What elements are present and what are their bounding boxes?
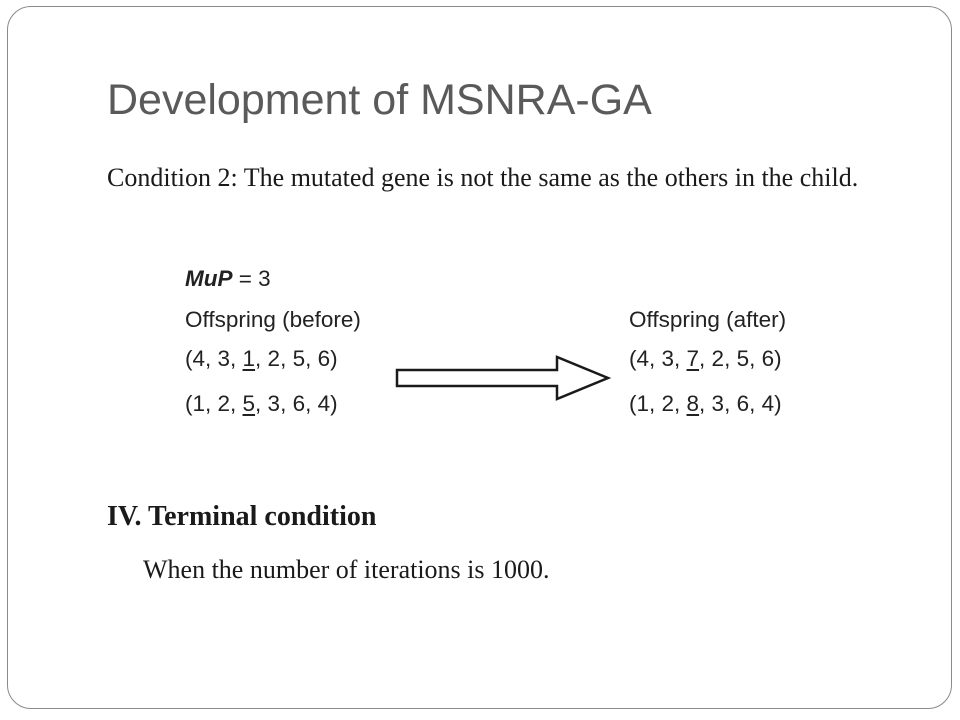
mutated-gene: 1: [242, 346, 256, 371]
gene-sequence-suffix: , 3, 6, 4): [699, 391, 782, 416]
gene-sequence-suffix: , 2, 5, 6): [699, 346, 782, 371]
mutated-gene: 5: [242, 391, 256, 416]
slide-frame: [7, 6, 952, 709]
mutated-gene: 8: [686, 391, 700, 416]
offspring-before-row: (1, 2, 5, 3, 6, 4): [185, 390, 338, 418]
gene-sequence-suffix: , 3, 6, 4): [255, 391, 338, 416]
mutation-point-label: MuP = 3: [185, 265, 271, 293]
section-body: When the number of iterations is 1000.: [143, 555, 550, 584]
condition-text: Condition 2: The mutated gene is not the…: [107, 163, 859, 192]
slide-title: Development of MSNRA-GA: [107, 76, 652, 124]
offspring-after-heading: Offspring (after): [629, 307, 787, 332]
gene-sequence-prefix: (1, 2,: [185, 391, 243, 416]
offspring-after-row: (4, 3, 7, 2, 5, 6): [629, 345, 782, 373]
mutation-point-value: = 3: [232, 266, 271, 291]
offspring-before-heading: Offspring (before): [185, 307, 361, 332]
gene-sequence-prefix: (4, 3,: [629, 346, 687, 371]
gene-sequence-prefix: (4, 3,: [185, 346, 243, 371]
right-arrow-icon: [395, 355, 612, 401]
offspring-after-row: (1, 2, 8, 3, 6, 4): [629, 390, 782, 418]
offspring-before-row: (4, 3, 1, 2, 5, 6): [185, 345, 338, 373]
section-heading: IV. Terminal condition: [107, 501, 377, 532]
mutated-gene: 7: [686, 346, 700, 371]
gene-sequence-prefix: (1, 2,: [629, 391, 687, 416]
gene-sequence-suffix: , 2, 5, 6): [255, 346, 338, 371]
mutation-point-variable: MuP: [185, 266, 233, 291]
